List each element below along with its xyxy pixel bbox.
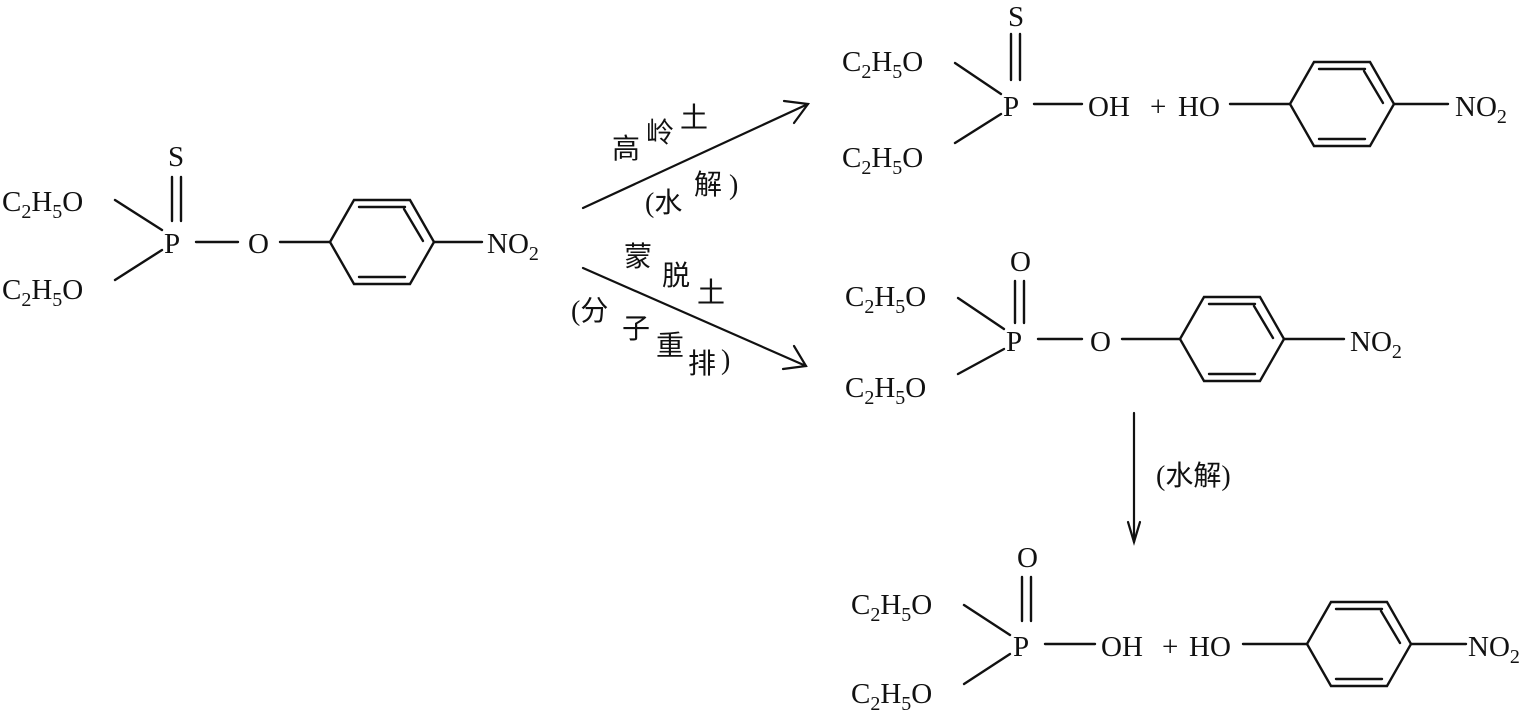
ethoxy-top-group: C2H5O [851,589,932,626]
svg-text:(水: (水 [645,187,682,219]
oxo-oxygen-atom: O [1010,246,1031,278]
svg-text:): ) [729,170,738,201]
ether-oxygen-atom: O [248,228,269,260]
thio-sulfur-atom: S [1008,1,1024,33]
ether-oxygen-atom: O [1090,326,1111,358]
montmorillonite-condition-label: 蒙 脱 土 (分 子 重 排 ) [571,241,730,380]
o-p-bond-bottom [113,248,164,282]
o-p-bond-bottom [956,347,1006,376]
hydrolysis-condition-label: (水解) [1156,460,1231,492]
phenol-hydroxyl: HO [1178,91,1220,123]
svg-text:蒙: 蒙 [624,241,652,273]
svg-text:脱: 脱 [662,260,690,292]
phosphorus-atom: P [1006,326,1022,358]
nitro-group: NO2 [1350,326,1402,363]
paraoxon-molecule: O P C2H5O C2H5O O NO2 [845,246,1402,409]
oxo-oxygen-atom: O [1017,542,1038,574]
nitro-group: NO2 [1455,91,1507,128]
ethoxy-bottom-group: C2H5O [842,142,923,179]
nitro-group: NO2 [1468,631,1520,668]
kaolinite-hydrolysis-products: S P C2H5O C2H5O OH + HO NO2 [842,1,1507,179]
ethoxy-top-group: C2H5O [2,186,83,223]
o-p-bond-top [953,61,1003,96]
o-p-bond-bottom [962,652,1012,686]
ethoxy-bottom-group: C2H5O [2,274,83,311]
benzene-ring [1178,295,1286,383]
o-p-bond-top [962,603,1012,637]
plus-sign: + [1150,91,1166,123]
acid-hydroxyl: OH [1101,631,1143,663]
svg-text:岭: 岭 [646,117,674,149]
svg-text:土: 土 [697,277,725,309]
svg-text:排: 排 [688,348,716,380]
ethoxy-top-group: C2H5O [845,281,926,318]
svg-text:子: 子 [622,314,650,345]
arrow-to-kaolinite-products [581,99,810,210]
nitro-group: NO2 [487,228,539,265]
arrow-hydrolysis-down [1126,411,1142,546]
svg-text:(分: (分 [571,296,608,327]
svg-text:土: 土 [680,102,708,134]
o-p-bond-top [113,198,164,232]
o-p-bond-top [956,296,1006,331]
plus-sign: + [1162,631,1178,663]
phosphorus-atom: P [164,228,180,260]
paraoxon-hydrolysis-products: O P C2H5O C2H5O OH + HO NO2 [851,542,1520,714]
ethoxy-bottom-group: C2H5O [845,372,926,409]
phosphorus-atom: P [1003,91,1019,123]
svg-text:解: 解 [694,169,722,201]
svg-text:重: 重 [656,330,684,362]
kaolinite-condition-label: 高 岭 土 (水 解 ) [612,102,738,219]
arrow-to-paraoxon [581,266,808,371]
svg-text:): ) [721,345,730,376]
svg-text:高: 高 [612,133,640,165]
ethoxy-bottom-group: C2H5O [851,678,932,714]
o-p-bond-bottom [953,112,1003,145]
ethoxy-top-group: C2H5O [842,46,923,83]
benzene-ring [328,198,436,286]
phosphorus-atom: P [1013,631,1029,663]
thio-sulfur-atom: S [168,141,184,173]
acid-hydroxyl: OH [1088,91,1130,123]
benzene-ring [1305,600,1413,688]
phenol-hydroxyl: HO [1189,631,1231,663]
parathion-molecule: S P C2H5O C2H5O O NO2 [2,141,539,311]
benzene-ring [1288,60,1396,148]
